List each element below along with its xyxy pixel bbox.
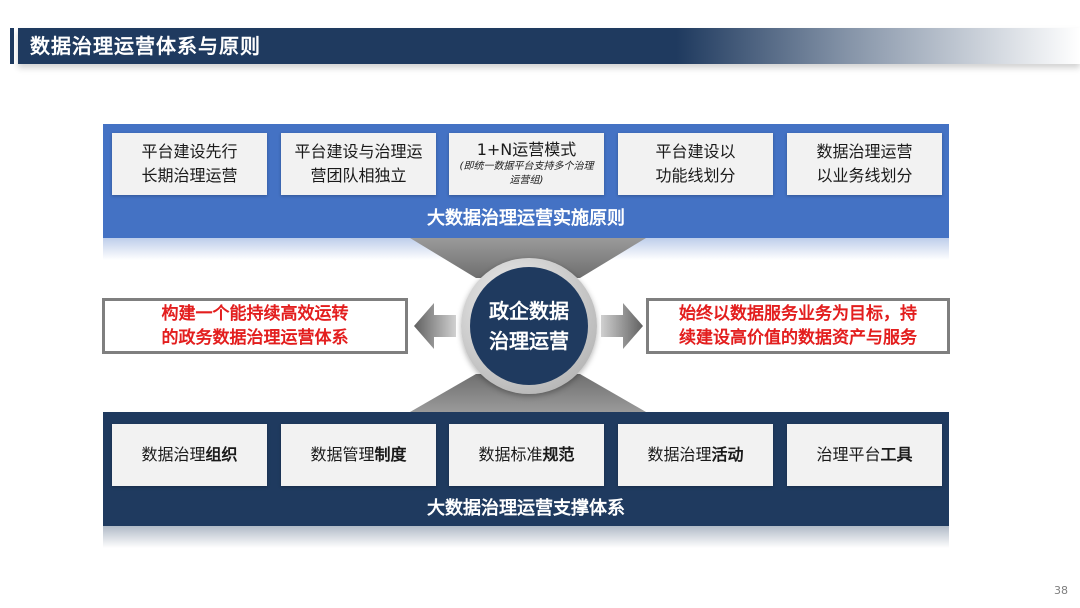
right-goal-line1: 始终以数据服务业务为目标，持 xyxy=(679,304,917,324)
header-accent-bar xyxy=(10,28,14,64)
principle-card-4-line2: 功能线划分 xyxy=(655,166,736,185)
principle-card-1-line1: 平台建设先行 xyxy=(141,142,238,161)
support-card-3-bold: 规范 xyxy=(542,445,575,464)
principle-card-2: 平台建设与治理运 营团队相独立 xyxy=(281,133,436,195)
support-card-4: 数据治理活动 xyxy=(618,424,773,486)
principle-card-1: 平台建设先行 长期治理运营 xyxy=(112,133,267,195)
right-arrow-icon xyxy=(601,303,643,349)
principle-card-3: 1+N运营模式 (即统一数据平台支持多个治理运营组) xyxy=(449,133,604,195)
center-line2: 治理运营 xyxy=(489,329,569,353)
header-banner: 数据治理运营体系与原则 xyxy=(18,28,1080,64)
support-card-1-prefix: 数据治理 xyxy=(141,445,206,464)
principle-card-2-line2: 营团队相独立 xyxy=(310,166,407,185)
page-number: 38 xyxy=(1054,584,1068,597)
principle-card-3-note: (即统一数据平台支持多个治理运营组) xyxy=(459,161,594,186)
support-card-4-prefix: 数据治理 xyxy=(647,445,712,464)
right-goal-box: 始终以数据服务业务为目标，持 续建设高价值的数据资产与服务 xyxy=(646,298,950,354)
support-card-5-prefix: 治理平台 xyxy=(816,445,881,464)
support-card-4-bold: 活动 xyxy=(711,445,744,464)
principles-label: 大数据治理运营实施原则 xyxy=(427,208,625,229)
principle-card-2-line1: 平台建设与治理运 xyxy=(294,142,423,161)
principle-card-5-line1: 数据治理运营 xyxy=(816,142,913,161)
support-reflection xyxy=(103,526,949,548)
left-goal-box: 构建一个能持续高效运转 的政务数据治理运营体系 xyxy=(102,298,408,354)
support-card-3-prefix: 数据标准 xyxy=(478,445,543,464)
support-card-2-bold: 制度 xyxy=(374,445,407,464)
support-card-2-prefix: 数据管理 xyxy=(310,445,375,464)
left-goal-line2: 的政务数据治理运营体系 xyxy=(161,328,349,348)
center-circle: 政企数据 治理运营 xyxy=(461,258,597,394)
principle-card-5: 数据治理运营 以业务线划分 xyxy=(787,133,942,195)
right-goal-line2: 续建设高价值的数据资产与服务 xyxy=(679,328,917,348)
principles-panel: 平台建设先行 长期治理运营 平台建设与治理运 营团队相独立 1+N运营模式 (即… xyxy=(103,124,949,238)
support-card-3: 数据标准规范 xyxy=(449,424,604,486)
principle-card-1-line2: 长期治理运营 xyxy=(141,166,238,185)
support-panel: 数据治理组织 数据管理制度 数据标准规范 数据治理活动 治理平台工具 大数据治理… xyxy=(103,412,949,526)
principle-card-3-line1: 1+N运营模式 xyxy=(476,140,577,159)
principle-card-4: 平台建设以 功能线划分 xyxy=(618,133,773,195)
support-card-2: 数据管理制度 xyxy=(281,424,436,486)
support-card-5-bold: 工具 xyxy=(880,445,913,464)
left-goal-line1: 构建一个能持续高效运转 xyxy=(161,304,349,324)
left-arrow-icon xyxy=(414,303,456,349)
principle-card-5-line2: 以业务线划分 xyxy=(816,166,913,185)
principle-card-4-line1: 平台建设以 xyxy=(655,142,736,161)
center-core: 政企数据 治理运营 xyxy=(470,267,588,385)
support-card-5: 治理平台工具 xyxy=(787,424,942,486)
support-card-1-bold: 组织 xyxy=(205,445,238,464)
support-card-1: 数据治理组织 xyxy=(112,424,267,486)
support-label: 大数据治理运营支撑体系 xyxy=(427,498,625,519)
center-line1: 政企数据 xyxy=(489,299,569,323)
page-title: 数据治理运营体系与原则 xyxy=(30,34,261,58)
